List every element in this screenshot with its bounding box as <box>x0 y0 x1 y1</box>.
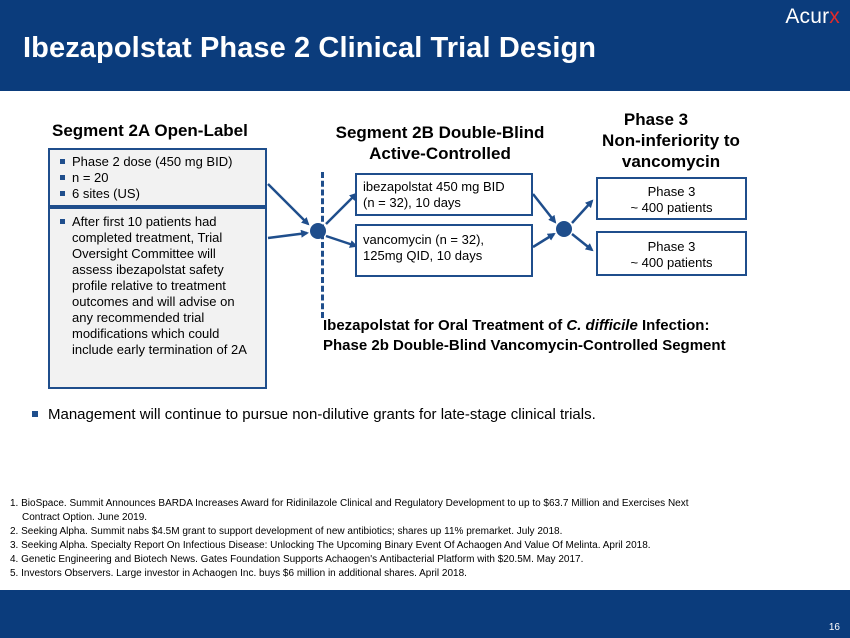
segment-2b-title-line2: Active-Controlled <box>369 144 511 163</box>
reference-item: 1. BioSpace. Summit Announces BARDA Incr… <box>10 498 689 509</box>
trial-caption-line1: Ibezapolstat for Oral Treatment of C. di… <box>323 316 793 336</box>
caption-suffix: Infection: <box>637 317 710 334</box>
segment-2b-title: Segment 2B Double-Blind Active-Controlle… <box>322 122 558 164</box>
reference-item: 4. Genetic Engineering and Biotech News.… <box>10 554 584 565</box>
segment-2b-title-line1: Segment 2B Double-Blind <box>335 123 545 142</box>
phase3-title-line1: Phase 3 <box>623 110 689 129</box>
phase3-title-line2: Non-inferiority to <box>602 131 740 150</box>
arrow-arm2-to-hub <box>532 232 556 249</box>
phase3-box-1-line1: Phase 3 <box>647 184 696 199</box>
hub-node-2b <box>310 223 326 239</box>
segment-2a-summary-box: Phase 2 dose (450 mg BID) n = 20 6 sites… <box>48 148 267 207</box>
header-bar: Ibezapolstat Phase 2 Clinical Trial Desi… <box>0 0 850 91</box>
phase3-title: Phase 3 Non-inferiority to vancomycin <box>590 109 752 172</box>
references: 1. BioSpace. Summit Announces BARDA Incr… <box>10 497 840 581</box>
list-item: 6 sites (US) <box>58 186 259 202</box>
arm-ibezapolstat-line1: ibezapolstat 450 mg BID <box>363 179 505 194</box>
reference-item: Contract Option. June 2019. <box>22 512 148 523</box>
list-item: n = 20 <box>58 170 259 186</box>
segment-2a-title: Segment 2A Open-Label <box>52 121 248 140</box>
phase3-box-2-line1: Phase 3 <box>647 239 696 254</box>
reference-item: 2. Seeking Alpha. Summit nabs $4.5M gran… <box>10 526 563 537</box>
arrow-hub-to-arm1 <box>325 192 358 225</box>
arm-ibezapolstat-box: ibezapolstat 450 mg BID (n = 32), 10 day… <box>355 173 533 216</box>
page-title: Ibezapolstat Phase 2 Clinical Trial Desi… <box>23 32 597 64</box>
trial-caption: Ibezapolstat for Oral Treatment of C. di… <box>323 316 793 356</box>
management-bullet: Management will continue to pursue non-d… <box>32 406 596 423</box>
arrow-hub-to-arm2 <box>325 234 358 248</box>
list-item: After first 10 patients had completed tr… <box>58 214 257 358</box>
phase3-box-2-line2: ~ 400 patients <box>630 255 713 270</box>
segment-divider <box>321 172 324 318</box>
page-number: 16 <box>828 622 840 633</box>
arrow-2a-detail-to-hub <box>267 229 309 240</box>
arm-ibezapolstat-line2: (n = 32), 10 days <box>363 195 461 210</box>
arm-vancomycin-line2: 125mg QID, 10 days <box>363 248 483 263</box>
segment-2a-detail-box: After first 10 patients had completed tr… <box>48 207 267 389</box>
list-item: Phase 2 dose (450 mg BID) <box>58 154 259 170</box>
phase3-box-1: Phase 3 ~ 400 patients <box>596 177 747 220</box>
arrow-hub-to-phase3-2 <box>571 233 594 252</box>
arrow-2a-summary-to-hub <box>267 183 310 226</box>
footer-bar: 16 <box>0 590 850 638</box>
arrow-arm1-to-hub <box>532 193 557 224</box>
caption-organism: C. difficile <box>566 317 638 334</box>
logo-main-text: Acur <box>785 5 830 28</box>
caption-prefix: Ibezapolstat for Oral Treatment of <box>323 317 567 334</box>
phase3-box-2: Phase 3 ~ 400 patients <box>596 231 747 276</box>
arm-vancomycin-box: vancomycin (n = 32), 125mg QID, 10 days <box>355 224 533 277</box>
arm-vancomycin-line1: vancomycin (n = 32), <box>363 232 485 247</box>
phase3-title-line3: vancomycin <box>621 152 721 171</box>
reference-item: 3. Seeking Alpha. Specialty Report On In… <box>10 540 651 551</box>
reference-item: 5. Investors Observers. Large investor i… <box>10 568 467 579</box>
hub-node-phase3 <box>556 221 572 237</box>
trial-caption-line2: Phase 2b Double-Blind Vancomycin-Control… <box>323 337 726 354</box>
phase3-box-1-line2: ~ 400 patients <box>630 200 713 215</box>
company-logo: Acurx <box>785 5 840 29</box>
arrow-hub-to-phase3-1 <box>571 199 594 224</box>
logo-accent-text: x <box>829 5 840 28</box>
